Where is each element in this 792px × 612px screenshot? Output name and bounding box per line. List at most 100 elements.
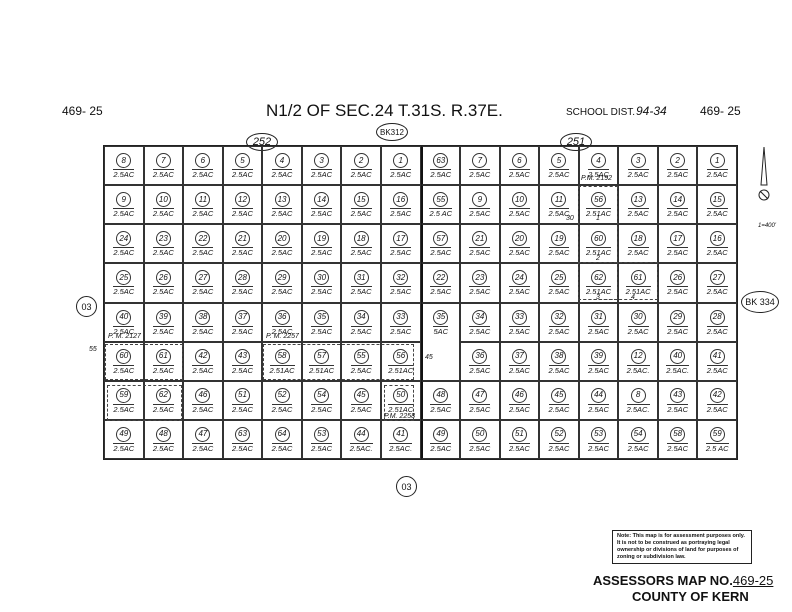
parcel-number: 55	[433, 192, 449, 208]
parcel-acreage: 2.5AC	[390, 169, 412, 179]
parcel-acreage: 2.5AC	[706, 325, 728, 336]
parcel-number: 5	[551, 153, 567, 168]
parcel-acreage: 2.5AC	[113, 364, 135, 375]
parcel-number: 20	[274, 231, 290, 247]
parcel-acreage: 2.5AC	[706, 364, 728, 375]
parcel-number: 55	[353, 348, 369, 364]
parcel-acreage: 2.51AC	[625, 286, 651, 297]
parcel-acreage: 2.5AC	[350, 325, 372, 336]
parcel-number: 24	[511, 270, 527, 286]
parcel-acreage: 2.5AC	[706, 208, 728, 219]
parcel-number: 23	[155, 231, 171, 247]
parcel-number: 42	[709, 387, 725, 403]
parcel-acreage: 2.5AC	[508, 403, 530, 414]
disclaimer-note: Note: This map is for assessment purpose…	[612, 530, 752, 564]
parcel-number: 29	[670, 309, 686, 325]
lot-2-label: 2	[596, 255, 600, 262]
map-number-right: 469- 25	[700, 104, 741, 118]
lots-3-4-boundary	[107, 385, 182, 421]
parcel-acreage: 2.5AC	[232, 325, 253, 336]
parcel-number: 17	[670, 231, 686, 247]
parcel-number: 41	[393, 426, 409, 442]
parcel-number: 60	[116, 348, 132, 364]
parcel-number: 41	[709, 348, 725, 364]
parcel-acreage: 2.5AC	[588, 403, 609, 414]
assessors-map-text: ASSESSORS MAP NO.	[593, 573, 733, 588]
parcel-number: 61	[630, 270, 646, 286]
parcel-acreage: 2.5AC	[627, 325, 649, 336]
parcel-number: 9	[116, 192, 132, 208]
parcel-acreage: 2.5AC	[152, 364, 174, 375]
parcel-number: 57	[314, 348, 330, 364]
parcel-number: 3	[630, 153, 646, 168]
parcel-acreage: 2.5AC	[271, 403, 293, 414]
parcel-number: 3	[314, 153, 330, 168]
parcel-number: 53	[314, 426, 330, 442]
parcel-number: 58	[274, 348, 290, 364]
parcel-acreage: 2.5AC.	[666, 364, 690, 375]
parcel-number: 15	[353, 192, 369, 208]
parcel-acreage: 2.5 AC	[429, 208, 453, 219]
parcel-acreage: 2.5AC	[271, 208, 293, 219]
parcel-number: 4	[274, 153, 290, 168]
pm-2257-label: P. M. 2257	[266, 333, 299, 340]
parcel-number: 31	[591, 309, 607, 325]
parcel-acreage: 2.5AC	[667, 325, 689, 336]
parcel-acreage: 2.5AC.	[349, 442, 373, 453]
parcel-map-2192-boundary-ext	[578, 262, 658, 300]
parcel-acreage: 2.5AC	[232, 442, 253, 453]
parcel-acreage: 2.5AC	[627, 442, 649, 453]
parcel-number: 10	[511, 192, 527, 208]
parcel-acreage: 2.5AC	[311, 286, 333, 297]
parcel-acreage: 2.5AC	[390, 286, 412, 297]
parcel-number: 45	[353, 387, 369, 403]
road-03-bottom: 03	[396, 476, 417, 497]
parcel-number: 14	[314, 192, 330, 208]
parcel-acreage: 2.5AC	[232, 208, 253, 219]
parcel-number: 51	[511, 426, 527, 442]
parcel-number: 18	[630, 231, 646, 247]
parcel-number: 12	[630, 348, 646, 364]
parcel-acreage: 2.5AC	[192, 208, 214, 219]
parcel-acreage: 2.5AC	[113, 208, 135, 219]
parcel-number: 13	[274, 192, 290, 208]
parcel-acreage: 2.5AC	[271, 169, 293, 179]
parcel-number: 25	[551, 270, 567, 286]
parcel-acreage: 2.51AC	[586, 247, 612, 258]
parcel-number: 53	[591, 426, 607, 442]
road-03-left: 03	[76, 296, 97, 317]
lot-3-label: 3	[596, 294, 600, 301]
